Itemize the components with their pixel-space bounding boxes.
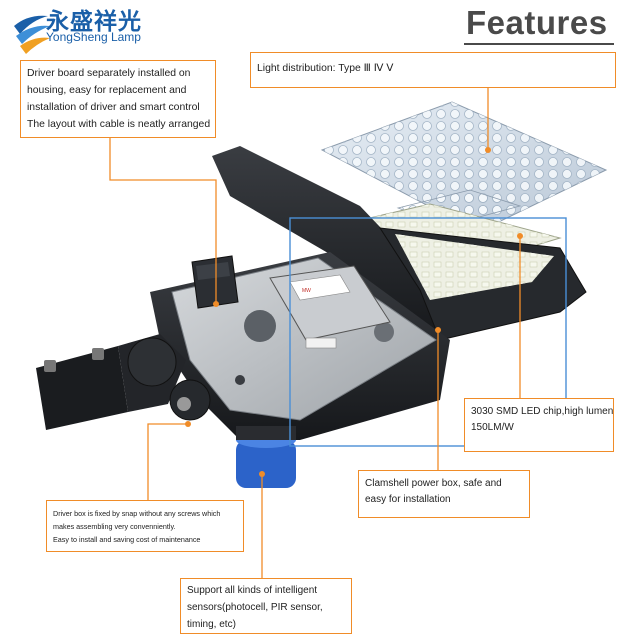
callout-line: 3030 SMD LED chip,high lumen (471, 406, 614, 417)
callout-driver-board: Driver board separately installed on hou… (20, 60, 216, 138)
callout-line: Light distribution: Type Ⅲ Ⅳ Ⅴ (257, 63, 394, 74)
callout-line: Driver board separately installed on (27, 68, 191, 79)
callout-line: installation of driver and smart control (27, 102, 200, 113)
callout-line: housing, easy for replacement and (27, 85, 187, 96)
callout-light-distribution: Light distribution: Type Ⅲ Ⅳ Ⅴ (250, 52, 616, 88)
callout-line: sensors(photocell, PIR sensor, (187, 602, 323, 613)
callout-line: timing, etc) (187, 619, 236, 630)
terminal-block (305, 337, 337, 349)
driver-logo: MW (302, 288, 311, 294)
callout-led-chip: 3030 SMD LED chip,high lumen 150LM/W (464, 398, 614, 452)
title-underline (464, 43, 614, 45)
page-title: Features (466, 4, 608, 41)
mounting-arm (36, 334, 245, 430)
callout-line: Support all kinds of intelligent (187, 585, 318, 596)
callout-line: easy for installation (365, 494, 451, 505)
highlight-frame (289, 217, 567, 447)
callout-sensors: Support all kinds of intelligent sensors… (180, 578, 352, 634)
callout-line: Clamshell power box, safe and (365, 478, 502, 489)
brand-logo: 永盛祥光 YongSheng Lamp (0, 0, 170, 46)
brand-name-cn: 永盛祥光 (46, 9, 142, 35)
callout-clamshell: Clamshell power box, safe and easy for i… (358, 470, 530, 518)
leader-dots (185, 147, 523, 477)
callout-line: Driver box is fixed by snap without any … (53, 509, 221, 518)
callout-line: The layout with cable is neatly arranged (27, 119, 211, 130)
sensor-module (236, 426, 296, 488)
brand-logo-icon (14, 15, 50, 54)
leader-lines (109, 88, 521, 578)
mount-hole (244, 310, 276, 342)
driver-box (191, 255, 239, 309)
callout-line: makes assembling very convenniently. (53, 522, 176, 531)
callout-line: Easy to install and saving cost of maint… (53, 535, 201, 544)
led-driver: MW (269, 265, 391, 349)
brand-name-en: YongSheng Lamp (46, 30, 141, 44)
callout-driver-box: Driver box is fixed by snap without any … (46, 500, 244, 552)
callout-line: 150LM/W (471, 422, 514, 433)
